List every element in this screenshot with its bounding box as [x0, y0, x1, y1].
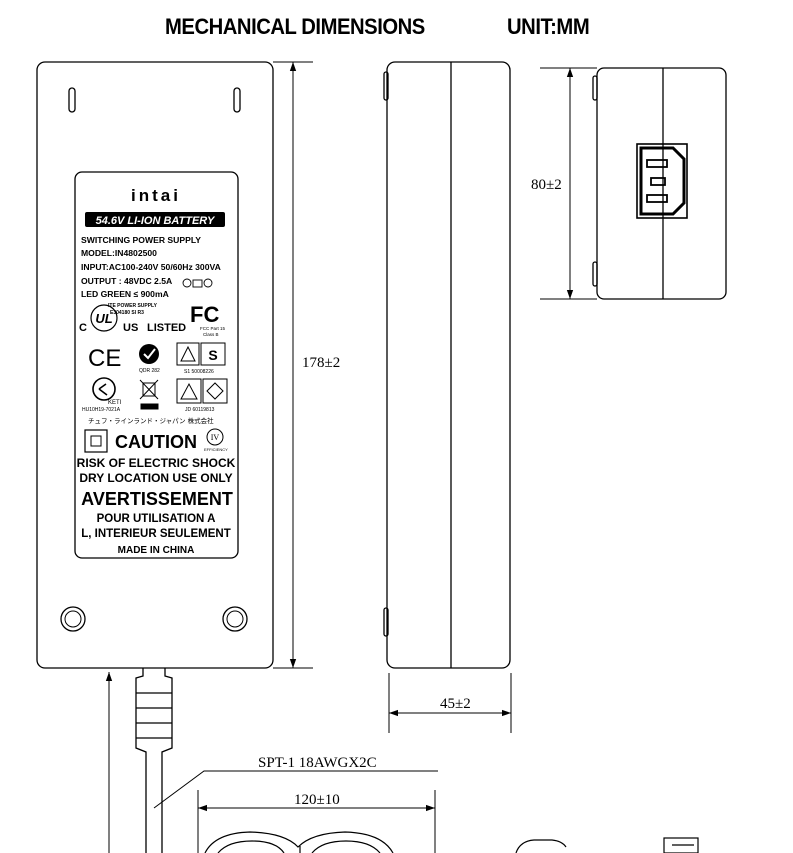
svg-text:S1 50008226: S1 50008226 [184, 369, 214, 375]
svg-text:US: US [123, 322, 138, 334]
length-dimension: 178±2 [302, 355, 340, 371]
avertissement-text: AVERTISSEMENT [81, 489, 233, 509]
brand-logo: intai [131, 186, 181, 205]
cable-spec-text: SPT-1 18AWGX2C [258, 755, 377, 771]
screw-hole-left [60, 606, 86, 632]
svg-text:FC: FC [190, 302, 219, 327]
screw-hole-right [222, 606, 248, 632]
caution-block: CAUTION IV EFFICIENCY [84, 428, 228, 453]
interieur-text: L, INTERIEUR SEULEMENT [81, 528, 231, 540]
svg-text:C: C [79, 322, 87, 334]
banner-background [85, 212, 225, 227]
svg-text:UL: UL [95, 311, 112, 326]
svg-text:KETI: KETI [108, 400, 122, 406]
pse-mark: JD 60119813 [176, 378, 228, 413]
label-line-1: SWITCHING POWER SUPPLY [81, 235, 201, 245]
made-in-text: MADE IN CHINA [118, 545, 195, 556]
svg-text:FCC Part 15: FCC Part 15 [200, 326, 226, 331]
banner-text: 54.6V LI-ION BATTERY [96, 215, 216, 227]
svg-text:ITE POWER SUPPLY: ITE POWER SUPPLY [108, 303, 158, 309]
iec-inlet [636, 143, 688, 219]
svg-text:Class B: Class B [203, 332, 219, 337]
width-dimension: 45±2 [440, 696, 471, 712]
dry-location-text: DRY LOCATION USE ONLY [79, 471, 232, 485]
drawing-title: MECHANICAL DIMENSIONS [165, 14, 425, 39]
end-view [592, 67, 727, 300]
saa-mark: S S1 50008226 [176, 342, 226, 375]
side-view [383, 61, 511, 669]
output-cable [135, 668, 173, 853]
product-label: intai 54.6V LI-ION BATTERY SWITCHING POW… [77, 186, 236, 556]
label-line-2: MODEL:IN4802500 [81, 248, 157, 258]
kc-mark: KETI HU10H19-7021A [82, 377, 122, 413]
ul-listed-mark: ITE POWER SUPPLY E304180 SI R3 UL C US L… [79, 303, 186, 334]
svg-text:HU10H19-7021A: HU10H19-7021A [82, 407, 121, 413]
fcc-mark: FC FCC Part 15 Class B [190, 302, 226, 337]
product-label-outline [74, 171, 239, 559]
front-view [36, 61, 274, 669]
cable-tail-dimension: 120±10 [294, 792, 340, 808]
label-line-3: INPUT:AC100-240V 50/60Hz 300VA [81, 262, 221, 272]
label-line-4: OUTPUT : 48VDC 2.5A [81, 276, 172, 286]
ce-mark: CE [88, 345, 121, 372]
weee-bin-icon [139, 379, 159, 410]
svg-text:EFFICIENCY: EFFICIENCY [204, 447, 228, 452]
height-dimension: 80±2 [531, 177, 562, 193]
japanese-text: チュフ・ラインランド・ジャパン 株式会社 [88, 416, 214, 425]
svg-text:QDR 282: QDR 282 [139, 368, 160, 374]
svg-text:E304180 SI R3: E304180 SI R3 [110, 310, 144, 316]
svg-text:JD 60119813: JD 60119813 [185, 407, 215, 413]
ac-plug-partial [204, 831, 699, 853]
risk-text: RISK OF ELECTRIC SHOCK [77, 456, 236, 470]
svg-text:IV: IV [211, 433, 220, 442]
svg-text:CAUTION: CAUTION [115, 432, 197, 452]
unit-label: UNIT:MM [507, 14, 590, 39]
svg-text:LISTED: LISTED [147, 322, 186, 334]
svg-text:S: S [208, 347, 217, 363]
c-tick-mark: QDR 282 [139, 344, 160, 374]
plug-type-icons [182, 278, 213, 288]
dimension-lines [105, 61, 597, 853]
pour-text: POUR UTILISATION A [97, 513, 216, 525]
label-line-5: LED GREEN ≤ 900mA [81, 289, 169, 299]
